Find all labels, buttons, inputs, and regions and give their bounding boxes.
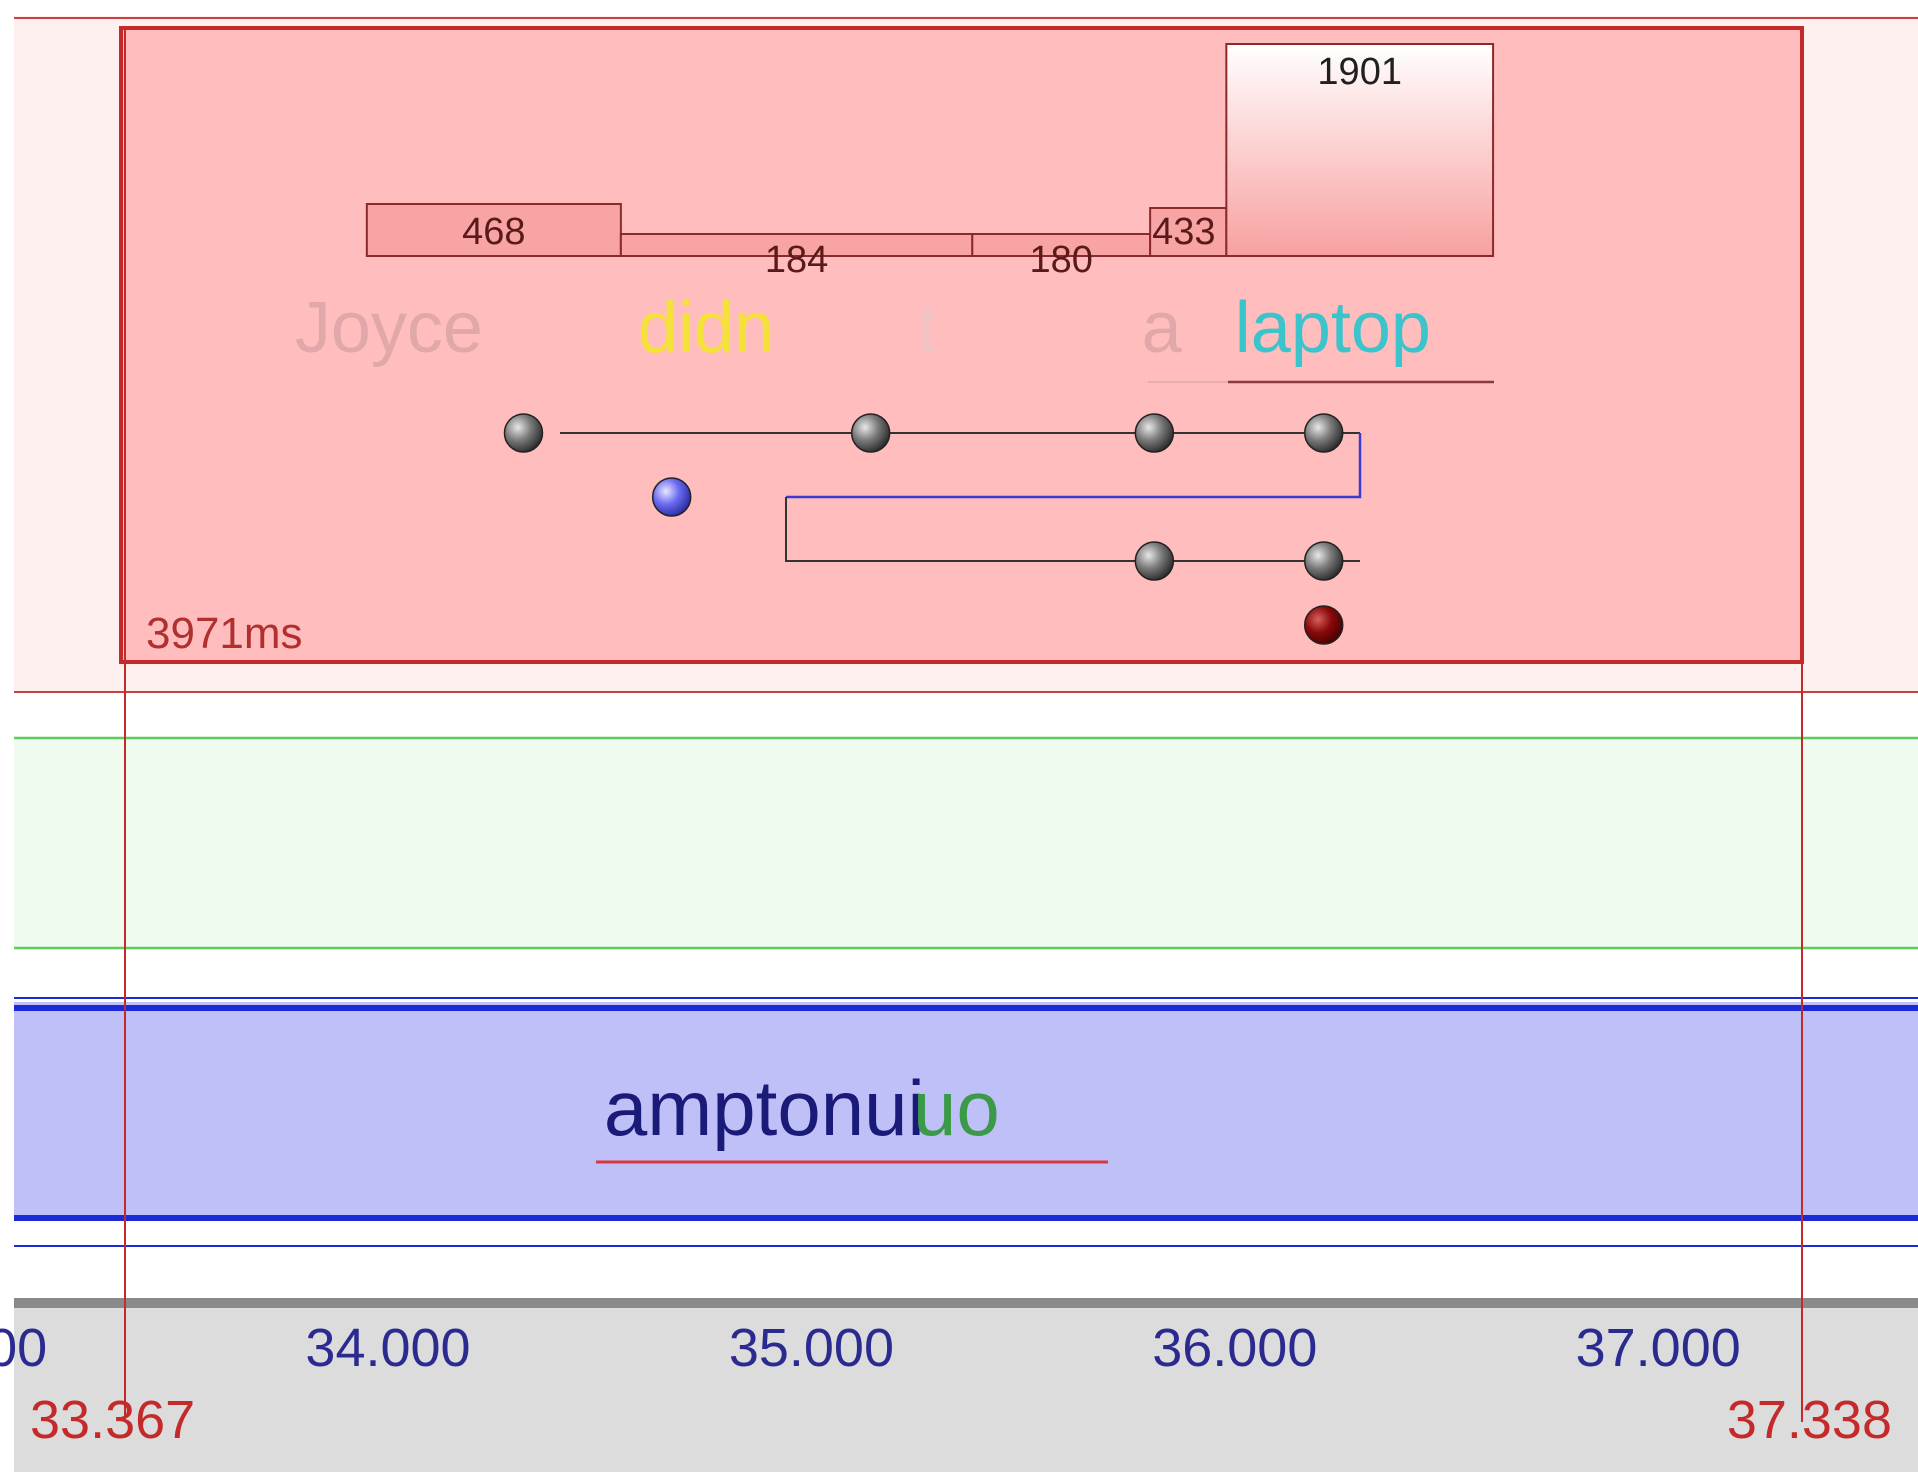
tier-1-word[interactable]: a (1142, 288, 1183, 368)
axis-tick-label: 34.000 (305, 1318, 470, 1378)
axis-tick-label: 33.000 (0, 1318, 47, 1378)
tier-3-word[interactable]: amptonui (604, 1064, 925, 1152)
fixation-block-label: 433 (1152, 211, 1215, 253)
axis-tick-label: 35.000 (729, 1318, 894, 1378)
axis-tick-label: 36.000 (1152, 1318, 1317, 1378)
tier-1-word[interactable]: laptop (1235, 288, 1431, 368)
graph-node[interactable] (503, 413, 544, 453)
graph-node[interactable] (1303, 605, 1344, 645)
fixation-block (365, 203, 622, 257)
fixation-block-label: 184 (765, 239, 828, 281)
selection-start-label: 33.367 (30, 1390, 195, 1450)
fixation-block-label: 1901 (1317, 51, 1402, 93)
selection-box[interactable] (119, 26, 1804, 664)
time-axis-background[interactable] (14, 1302, 1918, 1472)
graph-node[interactable] (1303, 541, 1344, 581)
graph-node[interactable] (651, 477, 692, 517)
graph-nodes (503, 413, 1344, 645)
tier-2-background (14, 738, 1918, 948)
time-axis-ticks: 33.000 34.000 35.000 36.000 37.000 (0, 1318, 1741, 1378)
graph-node[interactable] (1134, 413, 1175, 453)
fixation-block-label: 180 (1030, 239, 1093, 281)
tier-1-word[interactable]: Joyce (295, 288, 483, 368)
graph-node[interactable] (850, 413, 891, 453)
axis-tick-label: 37.000 (1576, 1318, 1741, 1378)
selection-end-label: 37.338 (1727, 1390, 1892, 1450)
time-axis-top-bar (14, 1298, 1918, 1308)
graph-blue-link (786, 433, 1362, 499)
tier-1-word[interactable]: t (917, 288, 937, 368)
tier-1-word[interactable]: didn (638, 288, 774, 368)
fixation-block (1225, 43, 1495, 257)
fixation-blocks: 468 184 180 433 1901 (365, 43, 1495, 281)
tier-3-background (14, 1002, 1918, 1218)
graph-node[interactable] (1303, 413, 1344, 453)
selection-duration-label: 3971ms (146, 609, 303, 658)
tier-3-word[interactable]: uo (913, 1064, 1000, 1152)
graph-node[interactable] (1134, 541, 1175, 581)
fixation-block (1149, 207, 1228, 257)
fixation-block-label: 468 (462, 211, 525, 253)
